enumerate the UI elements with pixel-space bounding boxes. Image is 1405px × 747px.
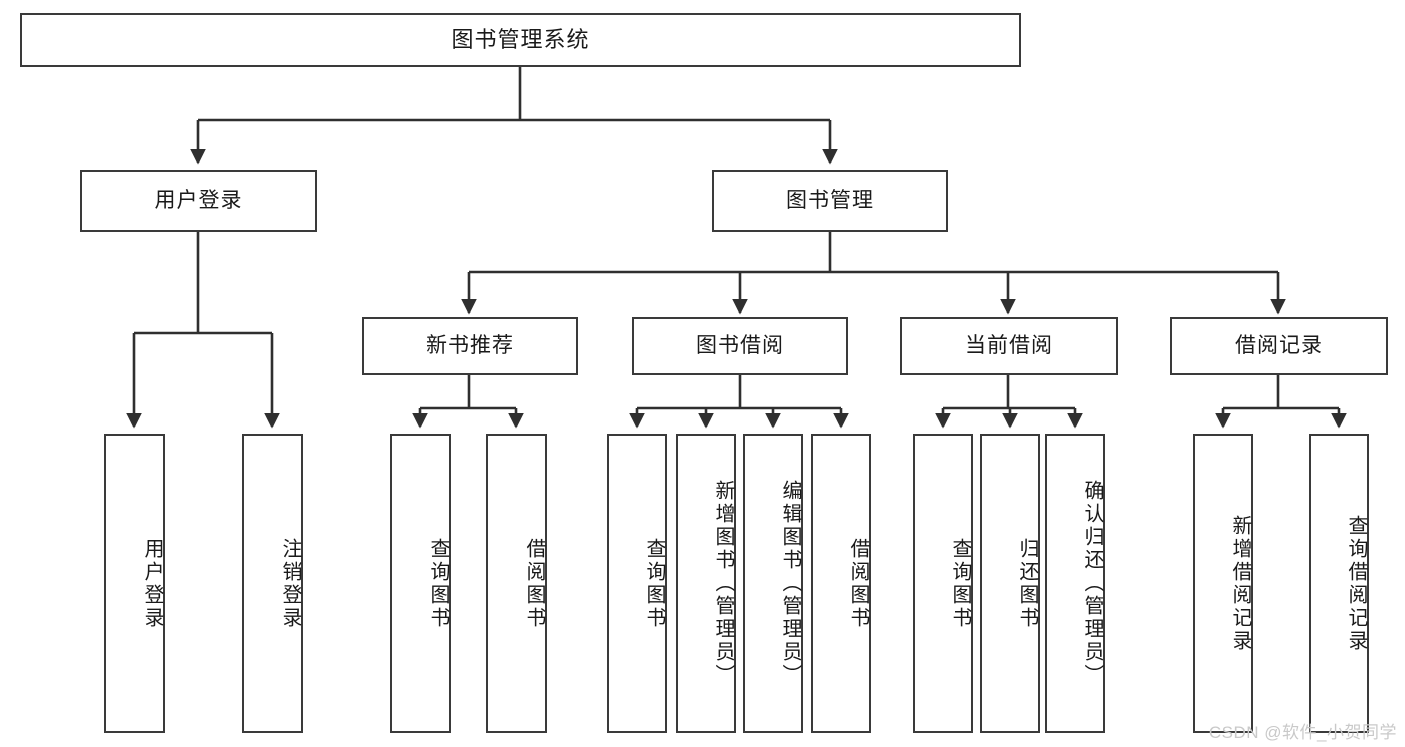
- leaf-label: 新增图书（管理员）: [712, 480, 734, 687]
- leaf-borrow-book[interactable]: 借阅图书: [811, 434, 871, 733]
- leaf-borrow-book-recommend[interactable]: 借阅图书: [486, 434, 547, 733]
- node-root-system[interactable]: 图书管理系统: [20, 13, 1021, 67]
- node-book-borrow[interactable]: 图书借阅: [632, 317, 848, 375]
- leaf-confirm-return-admin[interactable]: 确认归还（管理员）: [1045, 434, 1105, 733]
- leaf-edit-book-admin[interactable]: 编辑图书（管理员）: [743, 434, 803, 733]
- leaf-add-borrow-record[interactable]: 新增借阅记录: [1193, 434, 1253, 733]
- leaf-label: 查询图书: [949, 537, 971, 630]
- leaf-label: 确认归还（管理员）: [1081, 480, 1103, 687]
- leaf-logout[interactable]: 注销登录: [242, 434, 303, 733]
- leaf-return-book[interactable]: 归还图书: [980, 434, 1040, 733]
- node-current-borrow[interactable]: 当前借阅: [900, 317, 1118, 375]
- node-user-login[interactable]: 用户登录: [80, 170, 317, 232]
- csdn-watermark: CSDN @软件_小贺同学: [1208, 723, 1397, 742]
- leaf-query-book-borrow[interactable]: 查询图书: [607, 434, 667, 733]
- leaf-query-borrow-record[interactable]: 查询借阅记录: [1309, 434, 1369, 733]
- leaf-query-book-current[interactable]: 查询图书: [913, 434, 973, 733]
- leaf-label: 查询借阅记录: [1345, 514, 1367, 653]
- leaf-query-book-recommend[interactable]: 查询图书: [390, 434, 451, 733]
- node-book-management[interactable]: 图书管理: [712, 170, 948, 232]
- leaf-label: 借阅图书: [847, 537, 869, 630]
- leaf-add-book-admin[interactable]: 新增图书（管理员）: [676, 434, 736, 733]
- leaf-user-login[interactable]: 用户登录: [104, 434, 165, 733]
- leaf-label: 查询图书: [643, 537, 665, 630]
- leaf-label: 编辑图书（管理员）: [779, 480, 801, 687]
- leaf-label: 用户登录: [141, 537, 163, 630]
- node-borrow-record[interactable]: 借阅记录: [1170, 317, 1388, 375]
- node-new-book-recommend[interactable]: 新书推荐: [362, 317, 578, 375]
- leaf-label: 查询图书: [427, 537, 449, 630]
- leaf-label: 归还图书: [1016, 537, 1038, 630]
- leaf-label: 新增借阅记录: [1229, 514, 1251, 653]
- leaf-label: 注销登录: [279, 537, 301, 630]
- leaf-label: 借阅图书: [523, 537, 545, 630]
